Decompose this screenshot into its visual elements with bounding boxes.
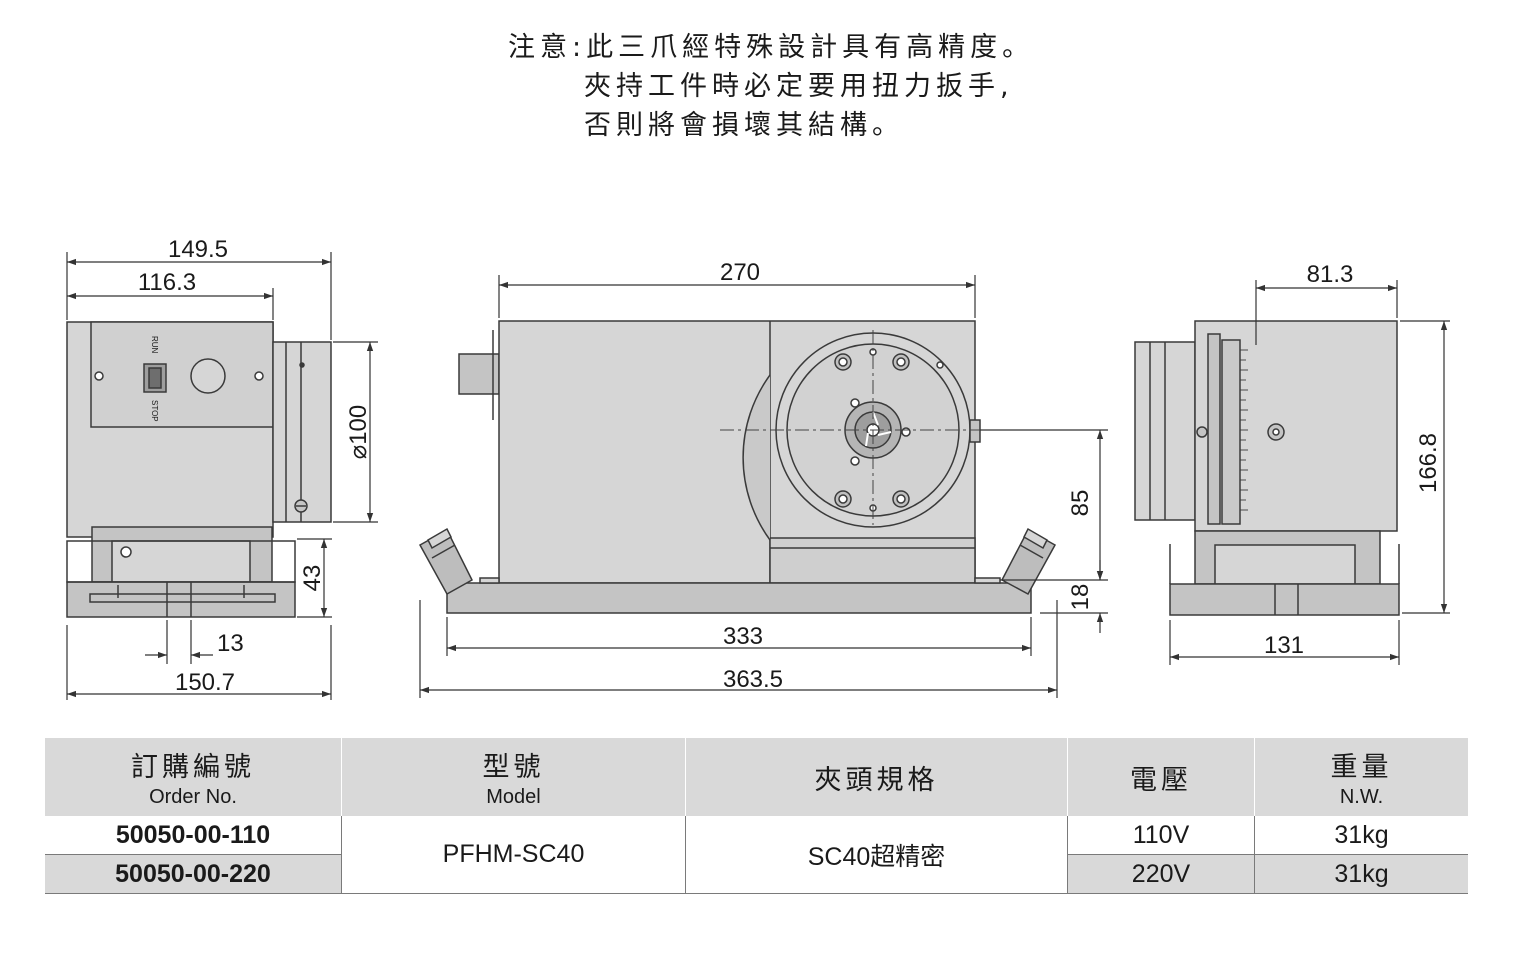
header-voltage: 電壓 xyxy=(1067,738,1255,816)
header-weight: 重量 N.W. xyxy=(1254,738,1468,816)
label-stop: STOP xyxy=(150,400,159,422)
right-view-dimensions xyxy=(1169,280,1450,665)
left-view-switch-panel xyxy=(90,321,274,428)
voltage-cell: 110V xyxy=(1067,816,1255,855)
left-view-base-plate xyxy=(66,581,296,618)
header-order-no: 訂購編號 Order No. xyxy=(45,738,342,816)
left-view-spindle-housing xyxy=(272,341,332,523)
dim-13: 13 xyxy=(217,630,244,657)
dim-diameter-100: ⌀100 xyxy=(345,405,372,460)
caution-note-line-1: 注意:此三爪經特殊設計具有高精度。 xyxy=(508,32,1035,63)
header-model: 型號 Model xyxy=(341,738,686,816)
dim-131: 131 xyxy=(1264,632,1304,659)
right-view-graduated-scale xyxy=(1240,349,1248,511)
right-view-dial-plate xyxy=(1207,333,1221,525)
left-view-dimensions xyxy=(66,252,378,700)
voltage-cell: 220V xyxy=(1067,854,1255,894)
label-run: RUN xyxy=(150,336,159,354)
caution-note: 注意:此三爪經特殊設計具有高精度。 夾持工件時必定要用扭力扳手, 否則將會損壞其… xyxy=(508,28,1034,145)
front-view xyxy=(418,320,1057,614)
front-view-centerlines xyxy=(720,330,1000,525)
weight-cell: 31kg xyxy=(1254,816,1468,855)
engineering-drawing: RUN STOP 149.5 116.3 ⌀100 43 13 150.7 xyxy=(66,236,1450,700)
dim-85: 85 xyxy=(1067,490,1094,517)
order-no-cell: 50050-00-220 xyxy=(45,854,342,894)
dim-270: 270 xyxy=(720,259,760,286)
header-chuck-spec: 夾頭規格 xyxy=(685,738,1068,816)
dim-81-3: 81.3 xyxy=(1307,261,1354,288)
caution-note-line-2: 夾持工件時必定要用扭力扳手, xyxy=(584,71,1014,102)
right-view-base-plate xyxy=(1169,583,1400,616)
left-view-indicator-lamp xyxy=(190,358,226,394)
front-view-dimensions xyxy=(419,275,1108,698)
dim-150-7: 150.7 xyxy=(175,669,235,696)
left-view xyxy=(66,321,332,618)
caution-note-line-3: 否則將會損壞其結構。 xyxy=(584,110,904,141)
dim-333: 333 xyxy=(723,623,763,650)
order-no-cell: 50050-00-110 xyxy=(45,816,342,855)
front-view-base-plate xyxy=(446,582,1032,614)
table-row: 50050-00-220 220V 31kg xyxy=(45,854,1468,894)
front-view-left-clamp xyxy=(418,527,473,596)
dim-116-3: 116.3 xyxy=(138,269,196,296)
dim-18: 18 xyxy=(1067,584,1094,611)
weight-cell: 31kg xyxy=(1254,854,1468,894)
model-cell: PFHM-SC40 xyxy=(341,816,686,894)
dim-363-5: 363.5 xyxy=(723,666,783,693)
right-view xyxy=(1134,320,1400,616)
spec-table-header: 訂購編號 Order No. 型號 Model 夾頭規格 電壓 重量 N.W. xyxy=(45,738,1468,816)
front-view-right-clamp xyxy=(1000,527,1057,596)
dim-149-5: 149.5 xyxy=(168,236,228,263)
table-row: 50050-00-110 PFHM-SC40 SC40超精密 110V 31kg xyxy=(45,816,1468,894)
dim-43: 43 xyxy=(299,565,326,592)
dim-166-8: 166.8 xyxy=(1415,433,1442,493)
spec-table: 訂購編號 Order No. 型號 Model 夾頭規格 電壓 重量 N.W. … xyxy=(45,738,1468,894)
chuck-spec-cell: SC40超精密 xyxy=(685,816,1068,894)
front-view-lower-strip xyxy=(769,537,976,584)
